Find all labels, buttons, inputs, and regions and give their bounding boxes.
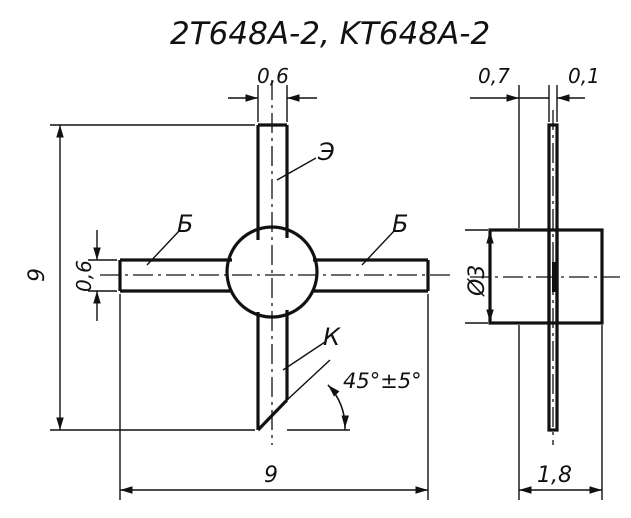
- label-emitter: Э: [317, 138, 335, 166]
- dim-side-right-label: 0,1: [568, 64, 600, 88]
- drawing-title: 2T648A-2, KT648A-2: [170, 16, 490, 52]
- dim-side-top: [470, 85, 585, 228]
- dim-width: [119, 294, 429, 500]
- front-view: 0,6 0,6 9 9 Э Б Б: [25, 64, 450, 500]
- label-collector: К: [323, 323, 341, 351]
- dim-side-length: [518, 325, 603, 500]
- dim-side-left-label: 0,7: [478, 64, 510, 88]
- label-base-left: Б: [177, 210, 193, 238]
- dim-diameter: [465, 229, 494, 324]
- dim-lead-width-top-label: 0,6: [257, 64, 289, 88]
- label-base-right: Б: [392, 210, 408, 238]
- dim-height: [50, 124, 255, 431]
- dim-lead-width-top: [228, 85, 317, 122]
- dim-height-label: 9: [25, 268, 50, 282]
- dim-width-label: 9: [264, 463, 278, 488]
- angle-label: 45°±5°: [343, 369, 422, 393]
- angle-indicator: [286, 359, 350, 431]
- dim-diameter-label: Ø3: [465, 265, 490, 297]
- dim-lead-width-left: [88, 230, 117, 321]
- dim-lead-width-left-label: 0,6: [72, 260, 96, 292]
- lead-base-right: [313, 258, 430, 293]
- dim-side-length-label: 1,8: [537, 463, 572, 488]
- side-view: 0,7 0,1 Ø3 1,8: [465, 64, 620, 500]
